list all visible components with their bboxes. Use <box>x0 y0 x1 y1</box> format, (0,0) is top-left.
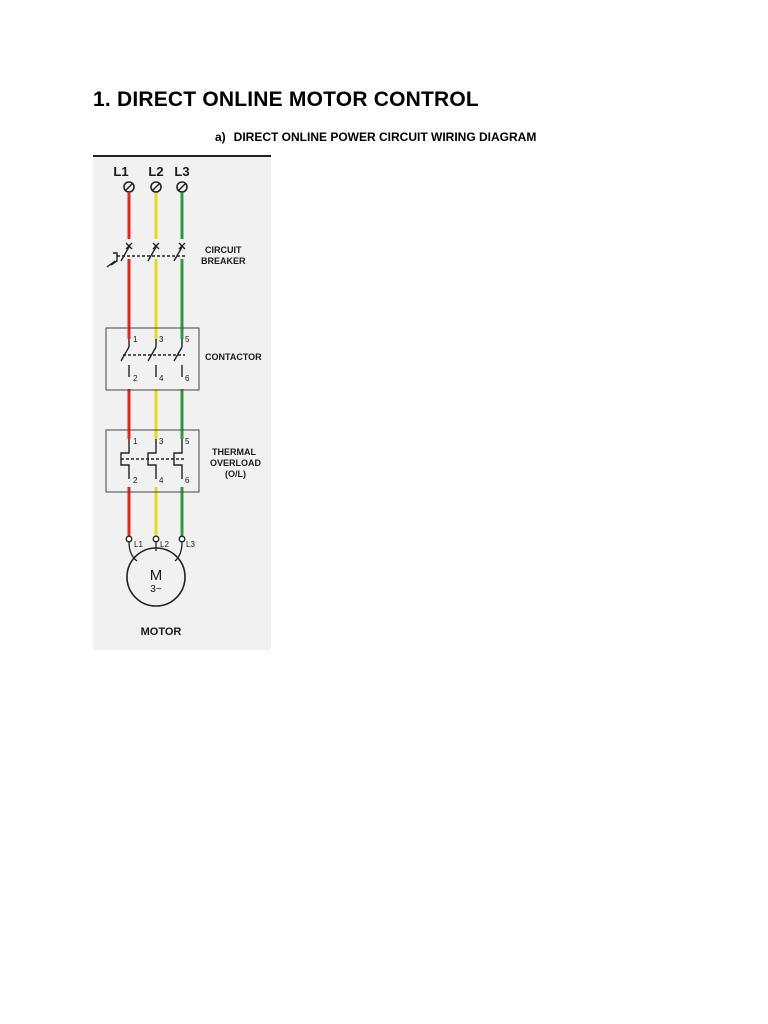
overload-label-line1: THERMAL <box>212 447 256 457</box>
motor-leads <box>128 541 183 562</box>
supply-terminal-l1 <box>123 181 135 193</box>
motor-terminal-l3: L3 <box>186 540 195 549</box>
circuit-breaker-label-line2: BREAKER <box>201 256 246 266</box>
overload-heaters <box>120 439 185 479</box>
contactor-terminal-5: 5 <box>185 335 190 344</box>
subtitle-text: DIRECT ONLINE POWER CIRCUIT WIRING DIAGR… <box>233 130 537 144</box>
circuit-breaker-label-line1: CIRCUIT <box>205 245 242 255</box>
supply-label-l3: L3 <box>174 164 189 179</box>
circuit-breaker-symbol <box>106 242 186 268</box>
subtitle-marker: a) <box>215 130 226 144</box>
contactor-box <box>105 327 200 391</box>
overload-terminal-1: 1 <box>133 437 138 446</box>
supply-terminal-l2 <box>150 181 162 193</box>
motor-terminal-l1: L1 <box>134 540 143 549</box>
overload-terminal-2: 2 <box>133 476 138 485</box>
wiring-diagram: L1 L2 L3 <box>93 155 271 650</box>
overload-terminal-5: 5 <box>185 437 190 446</box>
motor-label: MOTOR <box>141 626 182 638</box>
motor-symbol-letter: M <box>150 567 163 584</box>
page-title: 1. DIRECT ONLINE MOTOR CONTROL <box>93 88 479 111</box>
overload-label-line2: OVERLOAD <box>210 458 262 468</box>
wiring-diagram-svg: L1 L2 L3 <box>105 164 262 638</box>
overload-terminal-6: 6 <box>185 476 190 485</box>
contactor-terminal-6: 6 <box>185 374 190 383</box>
contactor-contacts <box>120 339 185 377</box>
overload-box <box>105 429 200 493</box>
motor-terminal-l2: L2 <box>160 540 169 549</box>
motor-symbol <box>126 547 186 607</box>
motor-phase: 3~ <box>150 584 162 595</box>
contactor-terminal-3: 3 <box>159 335 164 344</box>
contactor-terminal-4: 4 <box>159 374 164 383</box>
contactor-label: CONTACTOR <box>205 352 262 362</box>
contactor-terminal-1: 1 <box>133 335 138 344</box>
overload-terminal-4: 4 <box>159 476 164 485</box>
supply-label-l2: L2 <box>148 164 163 179</box>
motor-terminals <box>125 535 186 543</box>
supply-terminal-l3 <box>176 181 188 193</box>
overload-terminal-3: 3 <box>159 437 164 446</box>
section-subtitle: a) DIRECT ONLINE POWER CIRCUIT WIRING DIA… <box>215 130 536 144</box>
contactor-terminal-2: 2 <box>133 374 138 383</box>
supply-label-l1: L1 <box>113 164 128 179</box>
overload-label-line3: (O/L) <box>225 469 246 479</box>
